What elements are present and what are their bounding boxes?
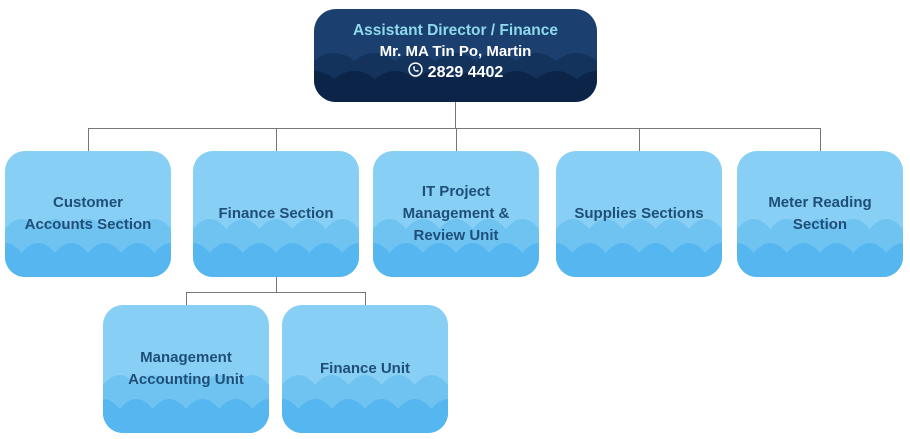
org-node-supplies-sections: Supplies Sections — [556, 151, 722, 277]
connector-level2-rail — [88, 128, 821, 129]
root-phone: 2829 4402 — [407, 62, 504, 83]
wave-decoration — [103, 375, 269, 433]
org-node-meter-reading-section: Meter Reading Section — [737, 151, 903, 277]
connector-drop-supplies — [639, 128, 640, 151]
connector-finance-stem — [276, 277, 277, 292]
wave-decoration — [193, 219, 359, 277]
connector-drop-finance-unit — [365, 292, 366, 305]
connector-drop-it-project — [456, 128, 457, 151]
root-title: Assistant Director / Finance — [352, 22, 558, 39]
org-node-assistant-director-finance: Assistant Director / Finance Mr. MA Tin … — [314, 9, 597, 102]
root-person-name: Mr. MA Tin Po, Martin — [379, 43, 532, 60]
wave-decoration — [5, 219, 171, 277]
wave-decoration — [282, 375, 448, 433]
org-node-label: Management Accounting Unit — [128, 349, 244, 388]
org-node-label: Finance Section — [218, 205, 334, 222]
org-node-label: IT Project Management & Review Unit — [402, 183, 510, 244]
connector-root-stem — [455, 102, 456, 128]
org-node-label: Finance Unit — [319, 360, 410, 377]
connector-drop-management-accounting — [186, 292, 187, 305]
wave-decoration — [556, 219, 722, 277]
org-node-label: Supplies Sections — [574, 205, 704, 222]
connector-drop-meter-reading — [820, 128, 821, 151]
connector-level3-rail — [186, 292, 366, 293]
org-node-label: Customer Accounts Section — [24, 194, 152, 233]
wave-decoration — [737, 219, 903, 277]
connector-drop-finance-section — [276, 128, 277, 151]
org-node-label: Meter Reading Section — [768, 194, 872, 233]
phone-icon — [407, 62, 423, 83]
connector-drop-customer-accounts — [88, 128, 89, 151]
org-node-customer-accounts-section: Customer Accounts Section — [5, 151, 171, 277]
root-phone-number: 2829 4402 — [427, 64, 504, 81]
wave-decoration — [373, 219, 539, 277]
org-node-management-accounting-unit: Management Accounting Unit — [103, 305, 269, 433]
org-node-it-project-management-review-unit: IT Project Management & Review Unit — [373, 151, 539, 277]
wave-decoration — [314, 53, 597, 102]
org-node-finance-unit: Finance Unit — [282, 305, 448, 433]
org-node-finance-section: Finance Section — [193, 151, 359, 277]
